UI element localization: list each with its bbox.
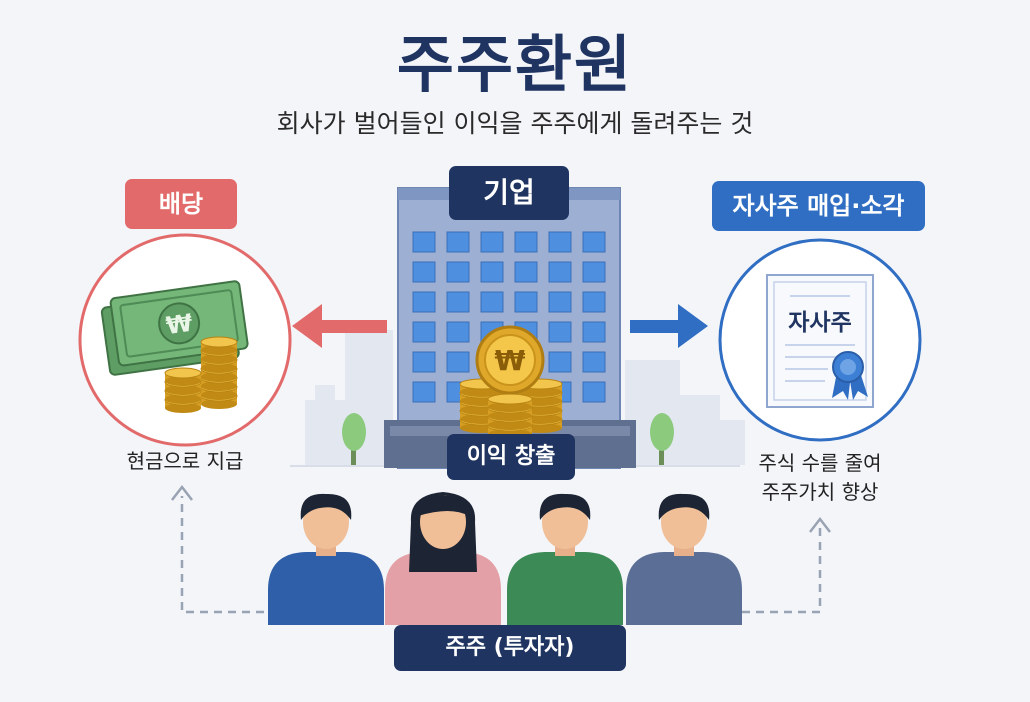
dividend-coins: [164, 336, 238, 413]
shareholder-person: [626, 493, 742, 625]
profit-coins: [459, 378, 563, 439]
building-window: [412, 351, 436, 373]
building-window: [548, 351, 572, 373]
building-window: [480, 261, 504, 283]
building-window: [446, 231, 470, 253]
coin: [164, 367, 202, 386]
building-window: [412, 231, 436, 253]
building-window: [446, 261, 470, 283]
building-window: [582, 381, 606, 403]
building-window: [582, 321, 606, 343]
building-window: [446, 291, 470, 313]
coin: [487, 393, 533, 412]
certificate-title: 자사주: [788, 310, 851, 336]
dashed-arrow-right-head-icon: [809, 516, 831, 533]
buyback-tag: 자사주 매입·소각: [712, 181, 925, 231]
building-window: [514, 261, 538, 283]
building-window: [412, 381, 436, 403]
buyback-caption-line2: 주주가치 향상: [761, 480, 879, 504]
building-window: [480, 231, 504, 253]
dividend-caption: 현금으로 지급: [126, 449, 244, 473]
profit-tag: 이익 창출: [447, 434, 575, 480]
won-symbol-coin: ₩: [495, 344, 526, 377]
building-window: [548, 231, 572, 253]
building-window: [412, 321, 436, 343]
won-symbol-bill: ₩: [164, 309, 195, 340]
building-window: [582, 261, 606, 283]
ribbon-seal-icon: [832, 351, 868, 400]
shareholder-person: [385, 492, 501, 625]
shareholder-person: [507, 493, 623, 625]
building-window: [412, 261, 436, 283]
building-window: [582, 351, 606, 373]
dashed-arrow-left-head-icon: [171, 484, 193, 501]
building-window: [548, 291, 572, 313]
buyback-caption-line1: 주식 수를 줄여: [758, 451, 882, 475]
arrow-right-icon: [630, 304, 708, 348]
building-window: [548, 261, 572, 283]
shareholder-person: [268, 493, 384, 625]
building-window: [446, 351, 470, 373]
dashed-arrow-left: [180, 496, 278, 614]
building-window: [412, 291, 436, 313]
page-title: 주주환원: [396, 28, 634, 101]
big-won-coin: [475, 325, 545, 395]
shareholders-tag: 주주 (투자자): [394, 625, 626, 671]
coin: [200, 336, 238, 355]
building-window: [446, 321, 470, 343]
arrow-left-icon: [292, 304, 387, 348]
building-window: [582, 291, 606, 313]
company-tag: 기업: [449, 166, 569, 220]
shareholder-people: [268, 492, 742, 625]
building-window: [548, 321, 572, 343]
building-window: [514, 291, 538, 313]
building-window: [582, 231, 606, 253]
building-window: [514, 231, 538, 253]
tree-right: [650, 413, 674, 467]
dashed-arrow-right: [742, 528, 822, 614]
dividend-tag: 배당: [125, 179, 237, 229]
buyback-caption: 주식 수를 줄여 주주가치 향상: [730, 449, 910, 507]
page-subtitle: 회사가 벌어들인 이익을 주주에게 돌려주는 것: [276, 109, 754, 138]
building-window: [480, 291, 504, 313]
tree-left: [342, 413, 366, 467]
